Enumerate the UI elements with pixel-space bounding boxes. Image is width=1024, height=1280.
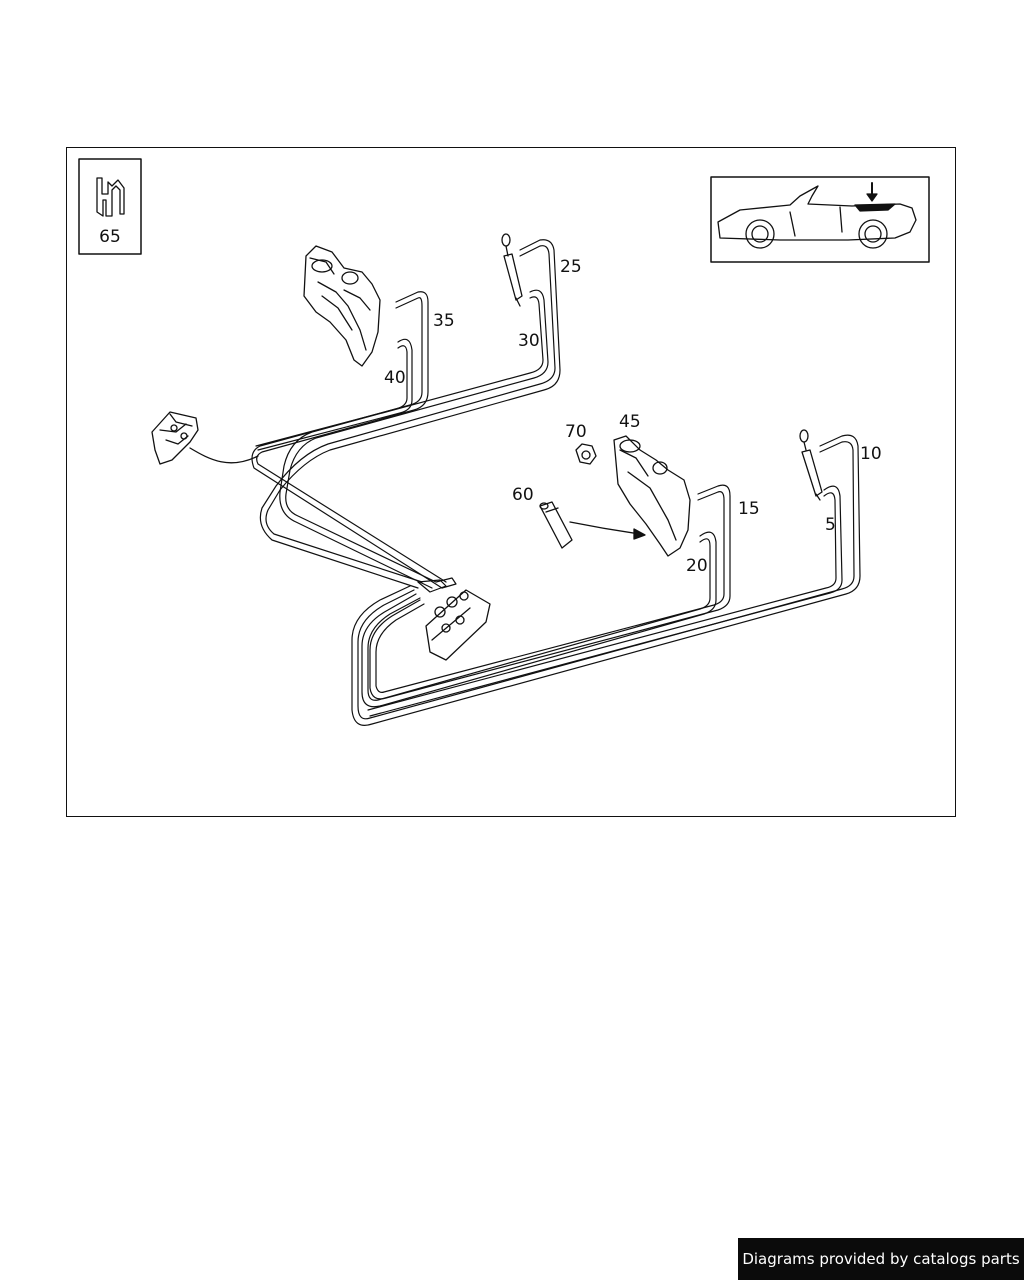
callout-10: 10 [860,444,882,464]
callout-70: 70 [565,422,587,442]
inset-clip-65 [78,158,142,255]
callout-30: 30 [518,331,540,351]
callout-25: 25 [560,257,582,277]
callout-15: 15 [738,499,760,519]
valve-block-left [151,411,259,465]
callout-45: 45 [619,412,641,432]
actuator-rear-right [613,435,691,557]
cylinder-25-30 [501,233,523,307]
inset-car-locator [710,176,930,263]
callout-35: 35 [433,311,455,331]
cylinder-60 [539,501,646,549]
cylinder-5-10 [799,429,823,501]
diagram-frame [66,147,956,817]
callout-40: 40 [384,368,406,388]
callout-labels: 65 25 35 30 40 45 70 10 60 15 5 20 [99,227,881,576]
callout-5: 5 [825,515,836,535]
actuator-rear-left [303,245,381,367]
footer-credit-badge: Diagrams provided by catalogs parts [738,1238,1024,1280]
valve-block-center [425,589,491,661]
callout-20: 20 [686,556,708,576]
hydraulic-lines [251,239,861,726]
callout-60: 60 [512,485,534,505]
nut-70 [575,443,597,465]
callout-65: 65 [99,227,121,247]
